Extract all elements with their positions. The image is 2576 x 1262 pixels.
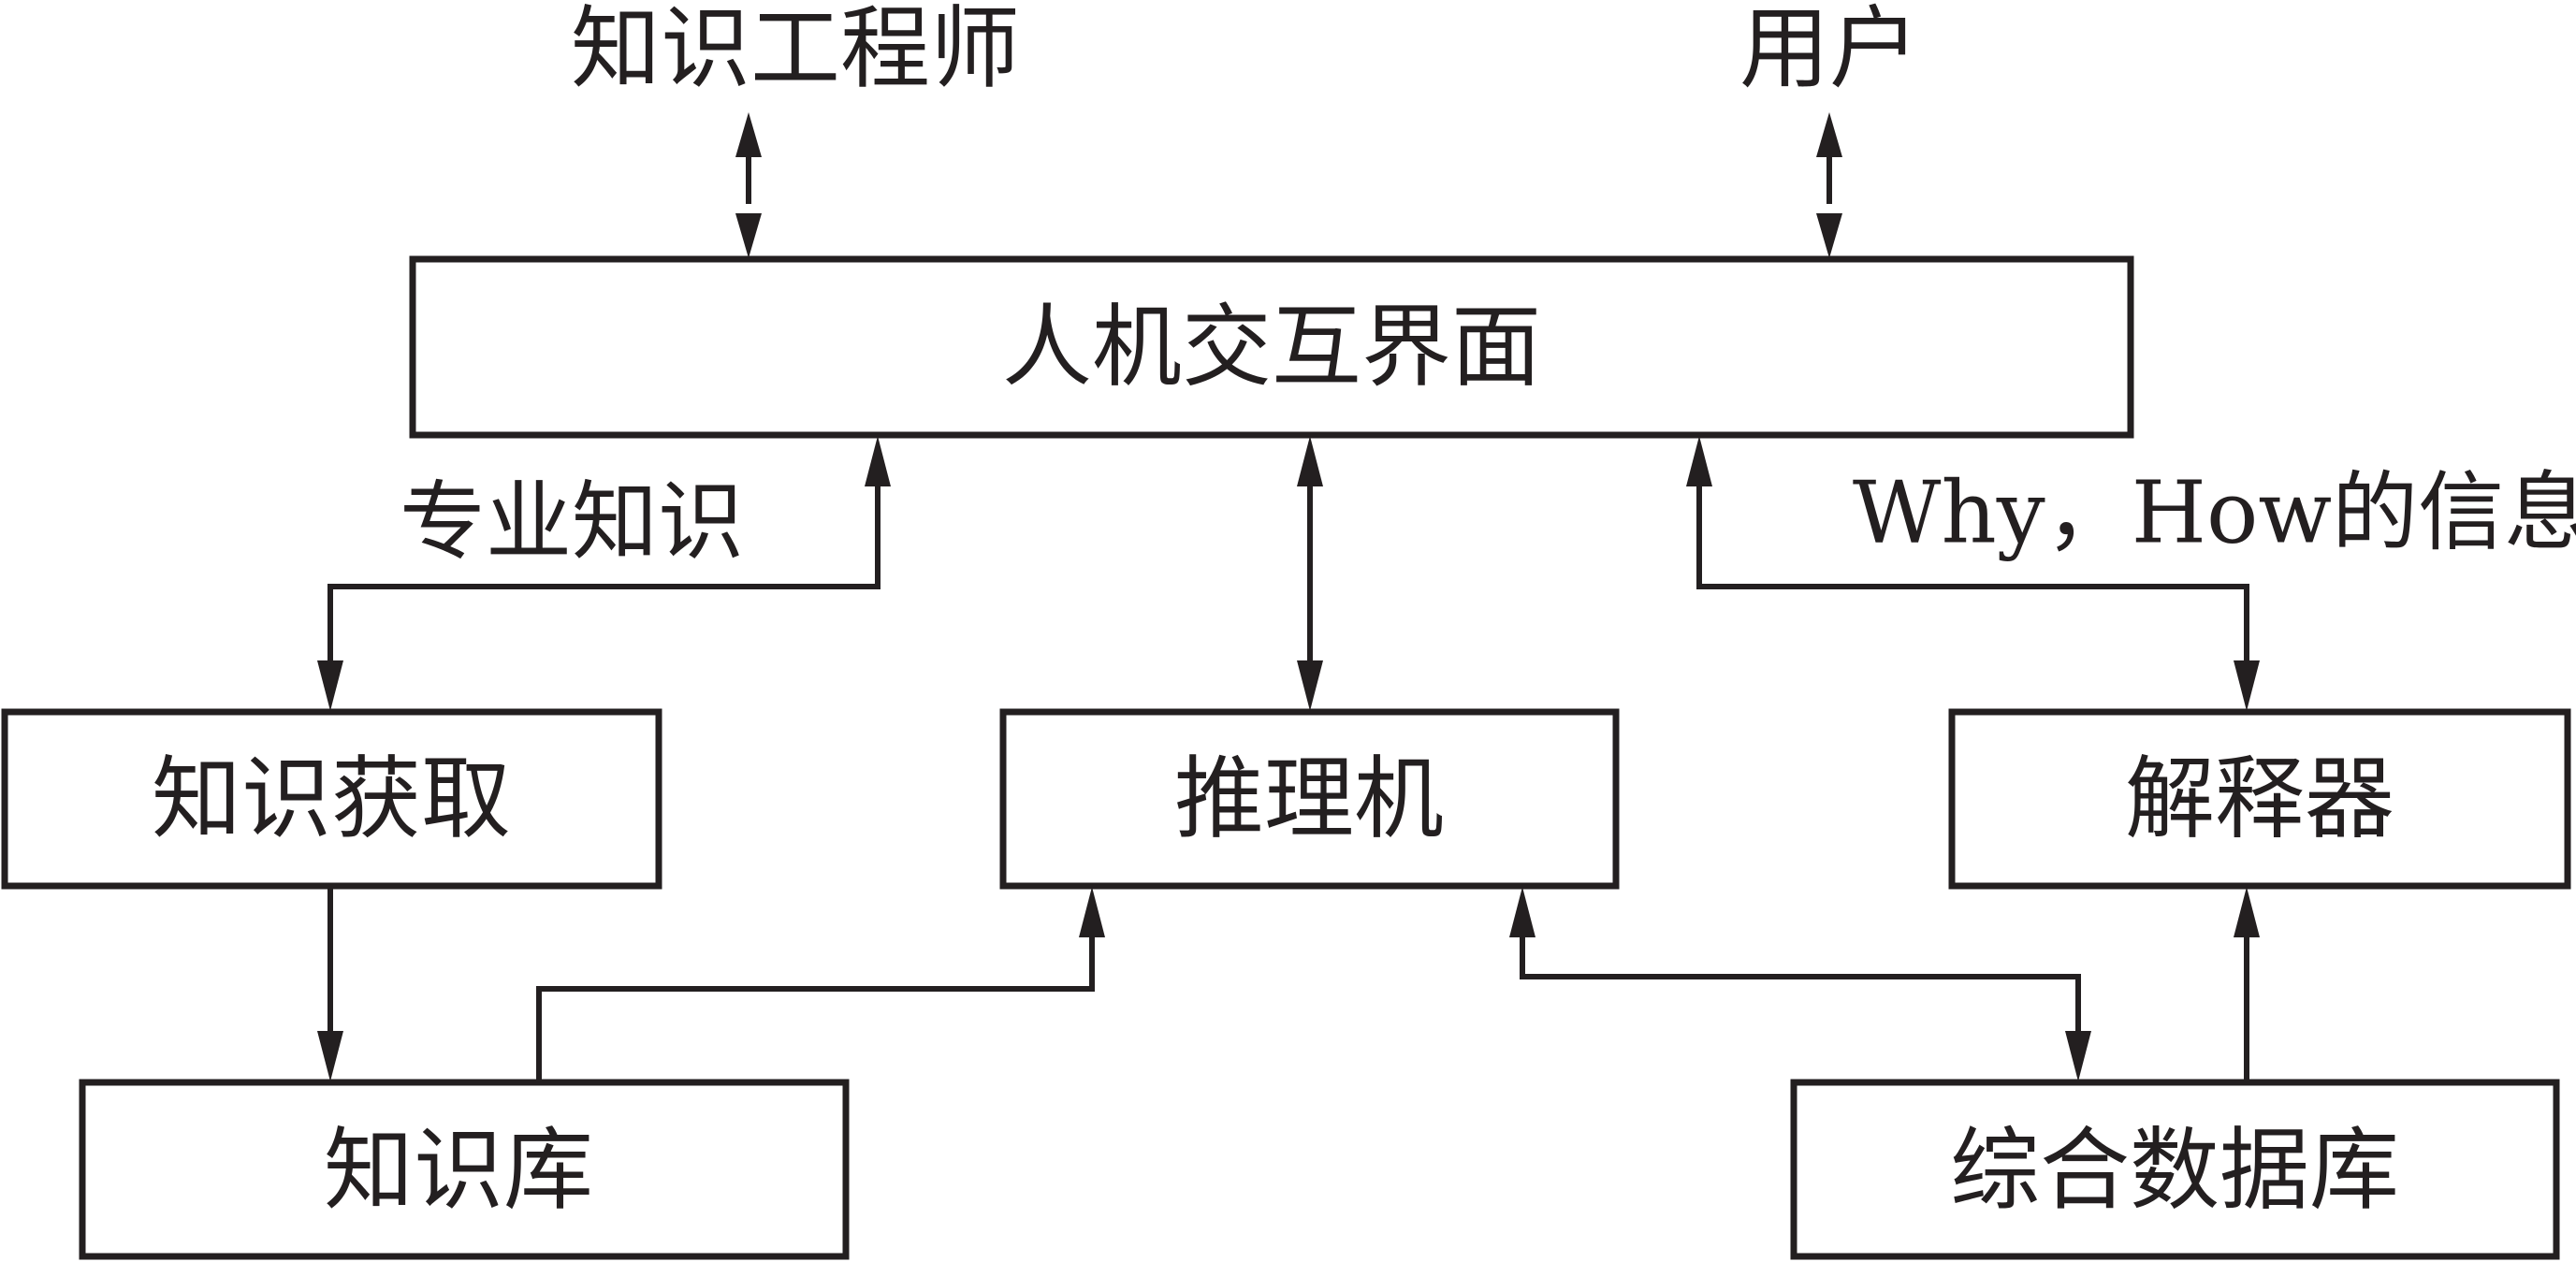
inference-label: 推理机 — [1174, 747, 1444, 851]
db-node: 综合数据库 — [1790, 1079, 2560, 1260]
acquisition-kb-arrow — [317, 887, 343, 1081]
why-how-label: Why，How的信息 — [1853, 463, 2576, 563]
explainer-node: 解释器 — [1948, 708, 2571, 890]
engineer-hci-arrow — [735, 112, 762, 258]
kb-inference-arrow — [536, 887, 1105, 1081]
user-label: 用户 — [1739, 0, 1919, 101]
hci-inference-arrow — [1297, 436, 1323, 711]
hci-node: 人机交互界面 — [409, 255, 2134, 439]
hci-acquisition-arrow — [317, 436, 891, 711]
inference-db-arrow — [1509, 887, 2091, 1081]
db-label: 综合数据库 — [1950, 1118, 2399, 1223]
hci-label: 人机交互界面 — [1002, 295, 1541, 399]
kb-node: 知识库 — [79, 1079, 850, 1260]
explainer-label: 解释器 — [2125, 747, 2394, 851]
user-hci-arrow — [1816, 112, 1842, 258]
db-explainer-arrow — [2234, 887, 2260, 1081]
acquisition-label: 知识获取 — [152, 747, 511, 851]
inference-node: 推理机 — [999, 708, 1620, 890]
acquisition-node: 知识获取 — [1, 708, 662, 890]
hci-explainer-arrow — [1686, 436, 2260, 711]
knowledge-engineer-label: 知识工程师 — [571, 0, 1020, 101]
expert-knowledge-label: 专业知识 — [400, 472, 744, 573]
kb-label: 知识库 — [324, 1118, 593, 1223]
